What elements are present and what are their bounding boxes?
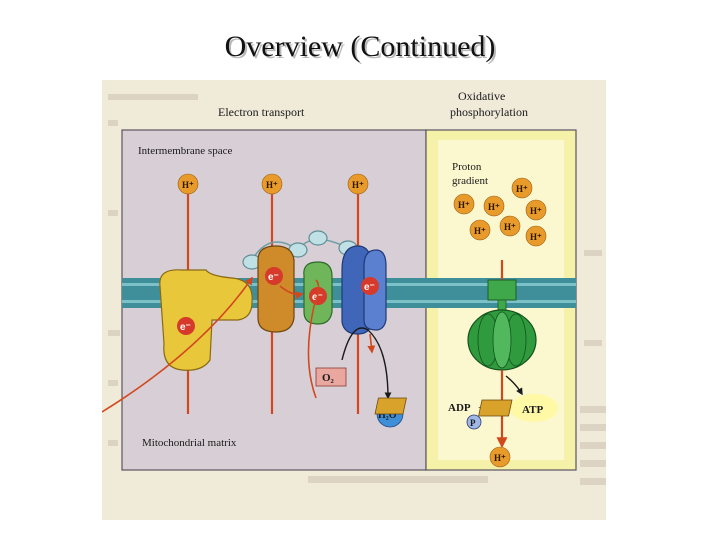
complex-iii: [257, 245, 295, 333]
proton-gradient-label-line2: gradient: [452, 175, 488, 187]
overview-diagram: Electron transport Oxidative phosphoryla…: [102, 80, 606, 520]
gradient-proton-2: H⁺: [458, 200, 470, 210]
panel-right-title-line2: phosphorylation: [450, 105, 528, 119]
oxygen-box: [315, 367, 347, 387]
complex-iv-down-arrow: [367, 333, 376, 354]
gradient-proton-7: H⁺: [530, 232, 542, 242]
cytochrome-c-carrier: [242, 230, 358, 270]
proton-1: H⁺: [182, 180, 194, 190]
oxygen-to-water-arrow: [341, 327, 392, 400]
proton-2: H⁺: [266, 180, 278, 190]
intermembrane-space-label: Intermembrane space: [138, 145, 232, 157]
gradient-protons: [453, 177, 547, 247]
complex-i: [159, 269, 253, 371]
atp-block: [478, 399, 513, 417]
matrix-proton: H⁺: [494, 453, 506, 463]
oxygen-label: O₂: [322, 372, 335, 384]
proton-3: H⁺: [352, 180, 364, 190]
phosphate-label: P: [470, 418, 476, 428]
intermembrane-protons: [177, 173, 369, 195]
electron-flow-arrows: [102, 276, 320, 413]
panel-right-title-line1: Oxidative: [458, 89, 505, 103]
gradient-proton-6: H⁺: [474, 226, 486, 236]
adp-label: ADP: [448, 402, 471, 414]
phosphate-marker: [466, 414, 482, 430]
electron-label-4: e⁻: [180, 322, 191, 333]
gradient-proton-4: H⁺: [530, 206, 542, 216]
gradient-proton-3: H⁺: [488, 202, 500, 212]
electron-label-1: e⁻: [268, 272, 279, 283]
slide-title: Overview (Continued): [224, 30, 496, 63]
electron-label-3: e⁻: [364, 282, 375, 293]
water-label: H₂O: [378, 410, 397, 421]
proton-gradient-label-line1: Proton: [452, 161, 482, 173]
electron-4: [177, 317, 195, 335]
gradient-proton-1: H⁺: [516, 184, 528, 194]
gradient-proton-5: H⁺: [504, 222, 516, 232]
panel-left-title: Electron transport: [218, 105, 305, 119]
atp-label: ATP: [522, 404, 543, 416]
matrix-proton-marker: [489, 446, 511, 468]
electron-3: [361, 277, 379, 295]
atp-glow: [510, 394, 558, 422]
adp-block: [374, 397, 407, 415]
adp-to-atp-arrow: [505, 375, 523, 396]
mitochondrial-matrix-label: Mitochondrial matrix: [142, 437, 237, 449]
electron-1: [265, 267, 283, 285]
